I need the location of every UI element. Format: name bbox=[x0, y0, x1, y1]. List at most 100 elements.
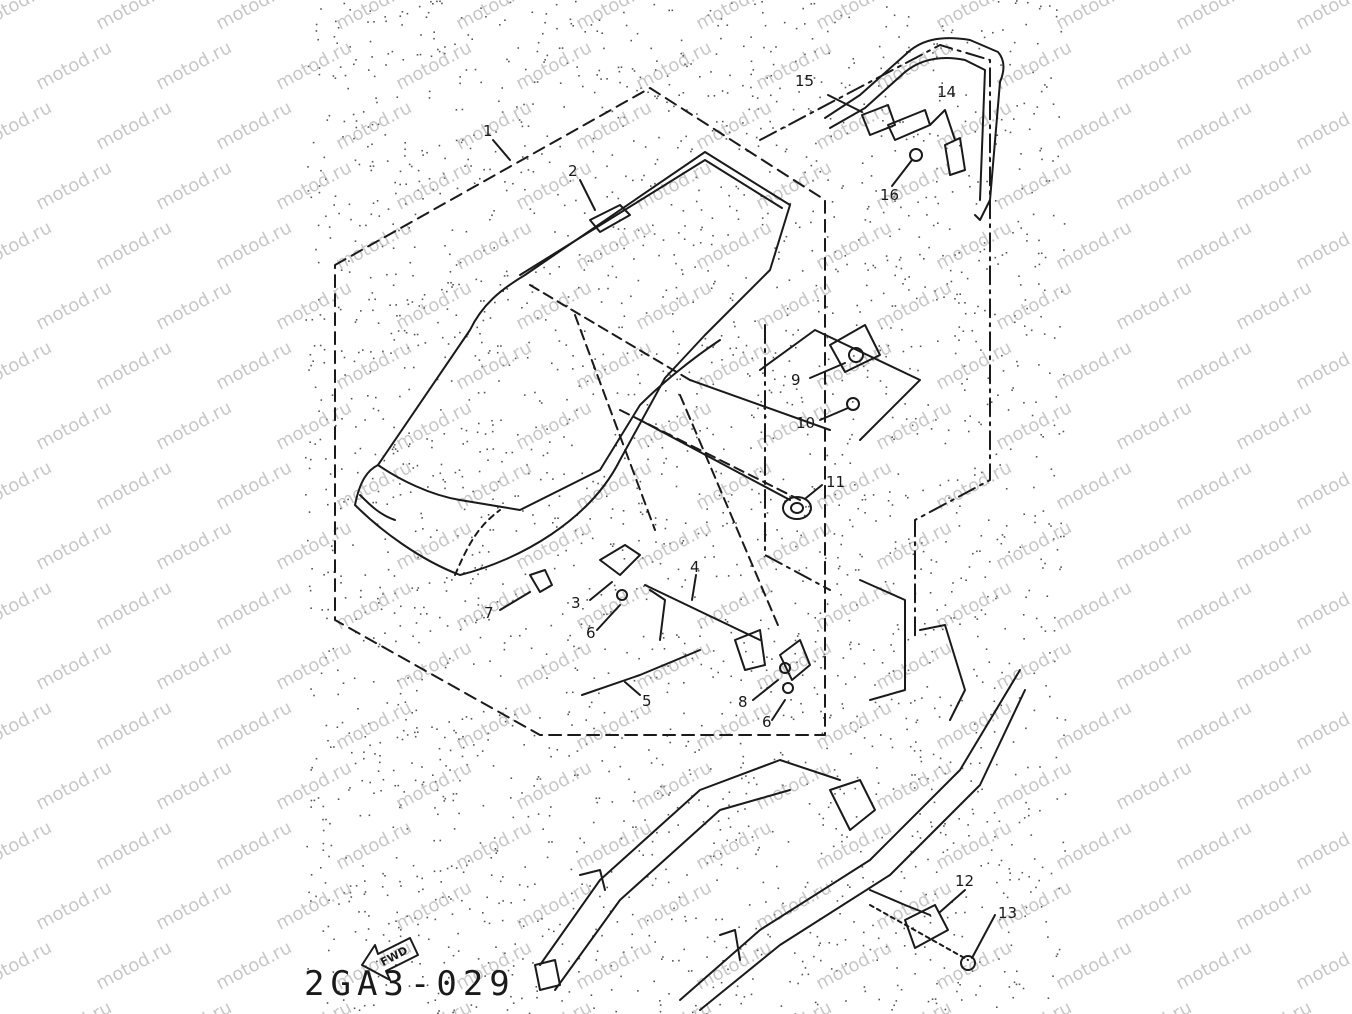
watermark-text: motod.ru bbox=[992, 637, 1075, 694]
speckle-dot bbox=[782, 784, 784, 787]
speckle-dot bbox=[941, 82, 943, 84]
speckle-dot bbox=[922, 140, 925, 142]
speckle-dot bbox=[916, 297, 918, 300]
watermark-text: motod.ru bbox=[692, 217, 775, 274]
watermark-text: motod.ru bbox=[212, 817, 295, 874]
speckle-dot bbox=[677, 352, 679, 354]
speckle-dot bbox=[606, 613, 608, 616]
speckle-dot bbox=[551, 362, 553, 365]
speckle-dot bbox=[751, 661, 754, 663]
speckle-dot bbox=[919, 837, 922, 839]
speckle-dot bbox=[493, 247, 495, 249]
speckle-dot bbox=[431, 726, 433, 728]
speckle-dot bbox=[358, 911, 360, 913]
speckle-dot bbox=[633, 140, 635, 142]
speckle-dot bbox=[557, 193, 559, 196]
speckle-dot bbox=[530, 647, 533, 650]
speckle-dot bbox=[760, 431, 763, 434]
speckle-dot bbox=[653, 980, 655, 983]
speckle-dot bbox=[1023, 102, 1026, 105]
speckle-dot bbox=[735, 185, 738, 188]
speckle-dot bbox=[678, 896, 681, 898]
speckle-dot bbox=[655, 353, 658, 355]
speckle-dot bbox=[417, 556, 419, 559]
speckle-dot bbox=[485, 15, 487, 18]
speckle-dot bbox=[700, 228, 702, 231]
speckle-dot bbox=[464, 600, 467, 602]
speckle-dot bbox=[924, 633, 927, 636]
speckle-dot bbox=[623, 11, 625, 14]
speckle-dot bbox=[904, 403, 906, 405]
watermark-text: motod.ru bbox=[152, 997, 235, 1014]
speckle-dot bbox=[893, 650, 895, 653]
speckle-dot bbox=[713, 842, 715, 844]
speckle-dot bbox=[671, 9, 674, 12]
speckle-dot bbox=[1005, 488, 1008, 490]
speckle-dot bbox=[526, 885, 529, 888]
speckle-dot bbox=[1044, 84, 1046, 86]
speckle-dot bbox=[891, 416, 894, 419]
speckle-dot bbox=[374, 298, 376, 301]
speckle-dot bbox=[362, 865, 364, 867]
speckle-dot bbox=[814, 617, 816, 619]
speckle-dot bbox=[377, 770, 380, 772]
speckle-dot bbox=[355, 59, 357, 61]
speckle-dot bbox=[331, 549, 334, 552]
speckle-dot bbox=[396, 911, 398, 914]
speckle-dot bbox=[684, 915, 686, 918]
speckle-dot bbox=[761, 1, 763, 3]
speckle-dot bbox=[540, 478, 542, 481]
speckle-dot bbox=[792, 377, 794, 380]
speckle-dot bbox=[535, 271, 537, 273]
speckle-dot bbox=[911, 424, 914, 427]
speckle-dot bbox=[558, 266, 560, 268]
speckle-dot bbox=[422, 528, 424, 530]
speckle-dot bbox=[600, 594, 603, 596]
speckle-dot bbox=[905, 418, 908, 420]
speckle-dot bbox=[1020, 153, 1022, 155]
speckle-dot bbox=[341, 721, 344, 724]
speckle-dot bbox=[576, 66, 578, 68]
speckle-dot bbox=[590, 260, 593, 262]
speckle-dot bbox=[524, 145, 526, 147]
speckle-dot bbox=[792, 108, 795, 111]
speckle-dot bbox=[414, 917, 416, 919]
speckle-dot bbox=[651, 561, 654, 563]
speckle-dot bbox=[841, 454, 844, 456]
speckle-dot bbox=[1063, 223, 1066, 225]
speckle-dot bbox=[1052, 214, 1055, 217]
speckle-dot bbox=[939, 99, 941, 102]
speckle-dot bbox=[908, 289, 910, 291]
speckle-dot bbox=[320, 867, 322, 869]
speckle-dot bbox=[986, 403, 989, 406]
watermark-text: motod.ru bbox=[92, 97, 175, 154]
speckle-dot bbox=[373, 21, 375, 23]
speckle-dot bbox=[489, 218, 491, 221]
speckle-dot bbox=[1060, 535, 1062, 538]
speckle-dot bbox=[1024, 915, 1026, 918]
speckle-dot bbox=[1012, 741, 1015, 743]
watermark-text: motod.ru bbox=[212, 577, 295, 634]
speckle-dot bbox=[947, 429, 950, 432]
speckle-dot bbox=[348, 203, 351, 206]
callout-15: 15 bbox=[795, 72, 814, 90]
speckle-dot bbox=[613, 746, 616, 748]
speckle-dot bbox=[712, 234, 714, 237]
speckle-dot bbox=[870, 299, 873, 302]
speckle-dot bbox=[512, 1002, 515, 1004]
speckle-dot bbox=[978, 259, 980, 262]
speckle-dot bbox=[735, 209, 738, 212]
speckle-dot bbox=[1032, 71, 1034, 74]
callout-7: 7 bbox=[484, 604, 494, 622]
speckle-dot bbox=[317, 38, 319, 41]
speckle-dot bbox=[544, 59, 546, 61]
speckle-dot bbox=[376, 101, 378, 104]
speckle-dot bbox=[387, 551, 389, 553]
speckle-dot bbox=[504, 19, 506, 21]
speckle-dot bbox=[452, 284, 454, 286]
speckle-dot bbox=[654, 69, 657, 71]
speckle-dot bbox=[399, 494, 402, 496]
speckle-dot bbox=[485, 568, 487, 571]
speckle-dot bbox=[527, 125, 530, 127]
speckle-dot bbox=[753, 777, 755, 779]
